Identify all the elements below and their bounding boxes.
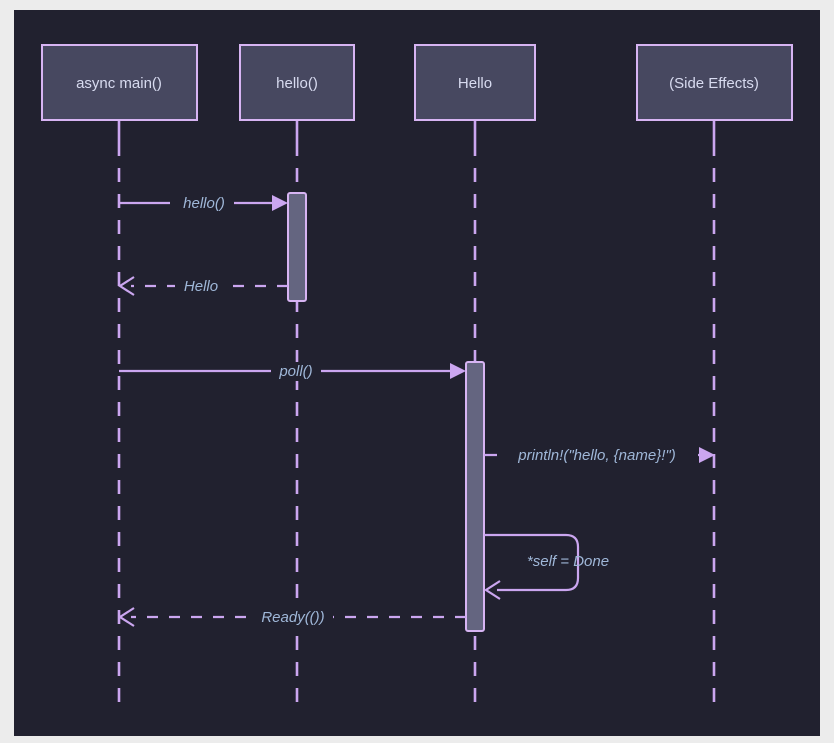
message-selfloop-path	[484, 533, 580, 592]
arrowhead-filled-icon	[699, 447, 715, 463]
message-label-backdrop	[253, 608, 333, 627]
diagram-canvas	[14, 10, 820, 736]
activation-bar-hellostruct	[465, 361, 485, 632]
participant-label: async main()	[76, 75, 162, 92]
message-hello-return: Hello	[117, 276, 288, 296]
message-label: println!("hello, {name}!")	[517, 447, 675, 464]
participant-box-rect[interactable]	[41, 44, 198, 121]
participant-label: (Side Effects)	[669, 75, 759, 92]
message-label-backdrop	[497, 446, 698, 465]
participant-box-rect[interactable]	[414, 44, 536, 121]
message-poll-call: poll()	[119, 362, 466, 381]
participant-box-hellofn[interactable]: hello()	[239, 44, 355, 121]
message-println: println!("hello, {name}!")	[484, 446, 715, 465]
message-label-backdrop	[170, 194, 234, 213]
arrowhead-filled-icon	[272, 195, 288, 211]
activation-bar-hellofn	[287, 192, 307, 302]
message-label-backdrop	[271, 362, 321, 381]
participant-box-rect[interactable]	[636, 44, 793, 121]
activations-group	[287, 192, 485, 632]
message-label: Hello	[184, 278, 218, 295]
message-self-done: *self = Done	[483, 533, 609, 600]
arrowhead-open-icon	[483, 580, 501, 600]
message-hello-call: hello()	[119, 194, 288, 213]
participant-label: hello()	[276, 75, 318, 92]
lifelines-group	[117, 120, 716, 702]
message-label: Ready(())	[261, 609, 324, 626]
message-label: hello()	[183, 195, 225, 212]
participant-box-rect[interactable]	[239, 44, 355, 121]
arrowhead-open-icon	[117, 276, 135, 296]
message-label: *self = Done	[527, 553, 609, 570]
message-ready-return: Ready(())	[117, 607, 466, 627]
message-label-backdrop	[175, 277, 227, 296]
participant-box-main[interactable]: async main()	[41, 44, 198, 121]
arrowhead-open-icon	[117, 607, 135, 627]
message-label: poll()	[278, 363, 312, 380]
participant-box-hellostruct[interactable]: Hello	[414, 44, 536, 121]
participant-label: Hello	[458, 75, 492, 92]
participant-box-sideeffects[interactable]: (Side Effects)	[636, 44, 793, 121]
arrowhead-filled-icon	[450, 363, 466, 379]
